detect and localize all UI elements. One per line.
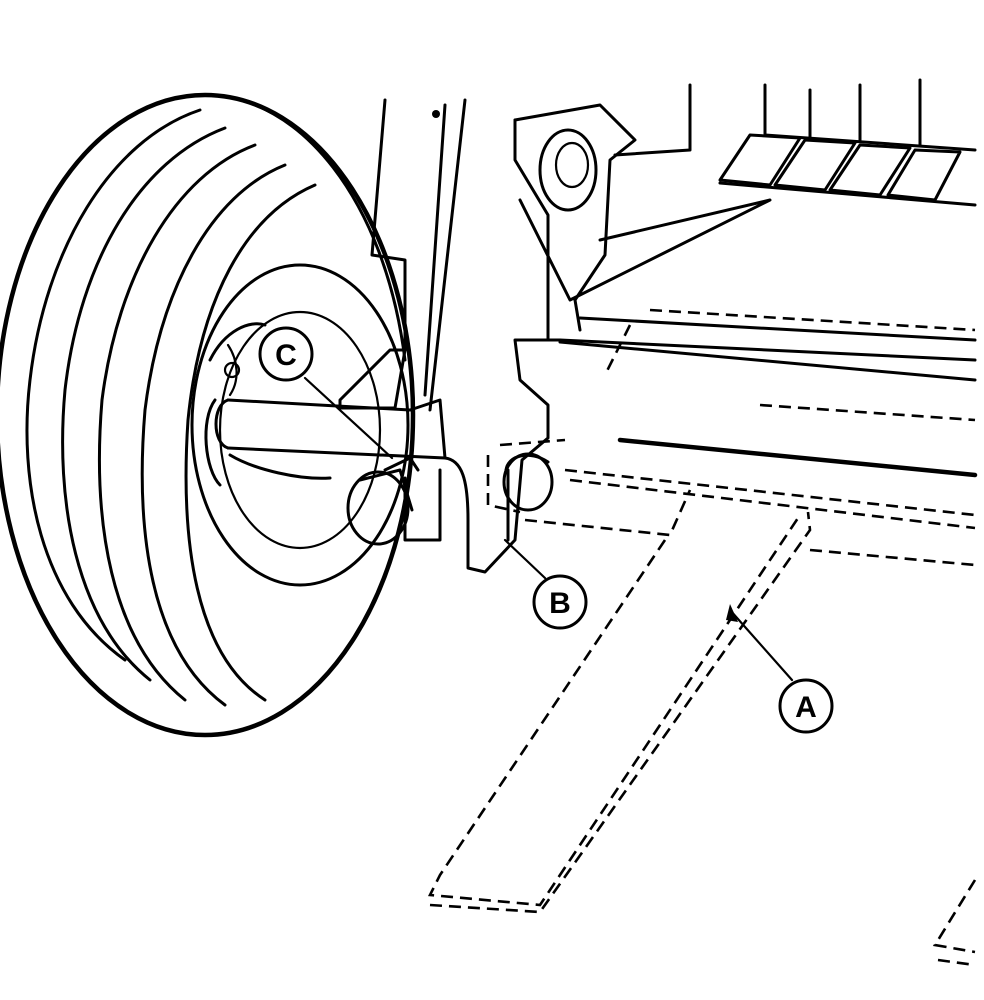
callout-c: C <box>258 326 314 382</box>
callout-c-label: C <box>275 339 297 372</box>
tire <box>0 92 416 738</box>
bracket <box>403 338 977 574</box>
hidden-lift-arm <box>427 308 977 967</box>
wheel-hub <box>190 263 410 587</box>
callout-a-label: A <box>795 691 817 724</box>
upper-housing <box>513 83 978 478</box>
callout-b-label: B <box>549 587 571 620</box>
clevis-pin <box>346 456 420 546</box>
leader-lines <box>303 376 794 682</box>
frame-bar <box>338 98 467 412</box>
axle-shaft <box>214 398 447 460</box>
callout-b: B <box>532 574 588 630</box>
deck-slats <box>718 78 977 207</box>
callout-a: A <box>778 678 834 734</box>
pivot-pin <box>502 452 554 512</box>
